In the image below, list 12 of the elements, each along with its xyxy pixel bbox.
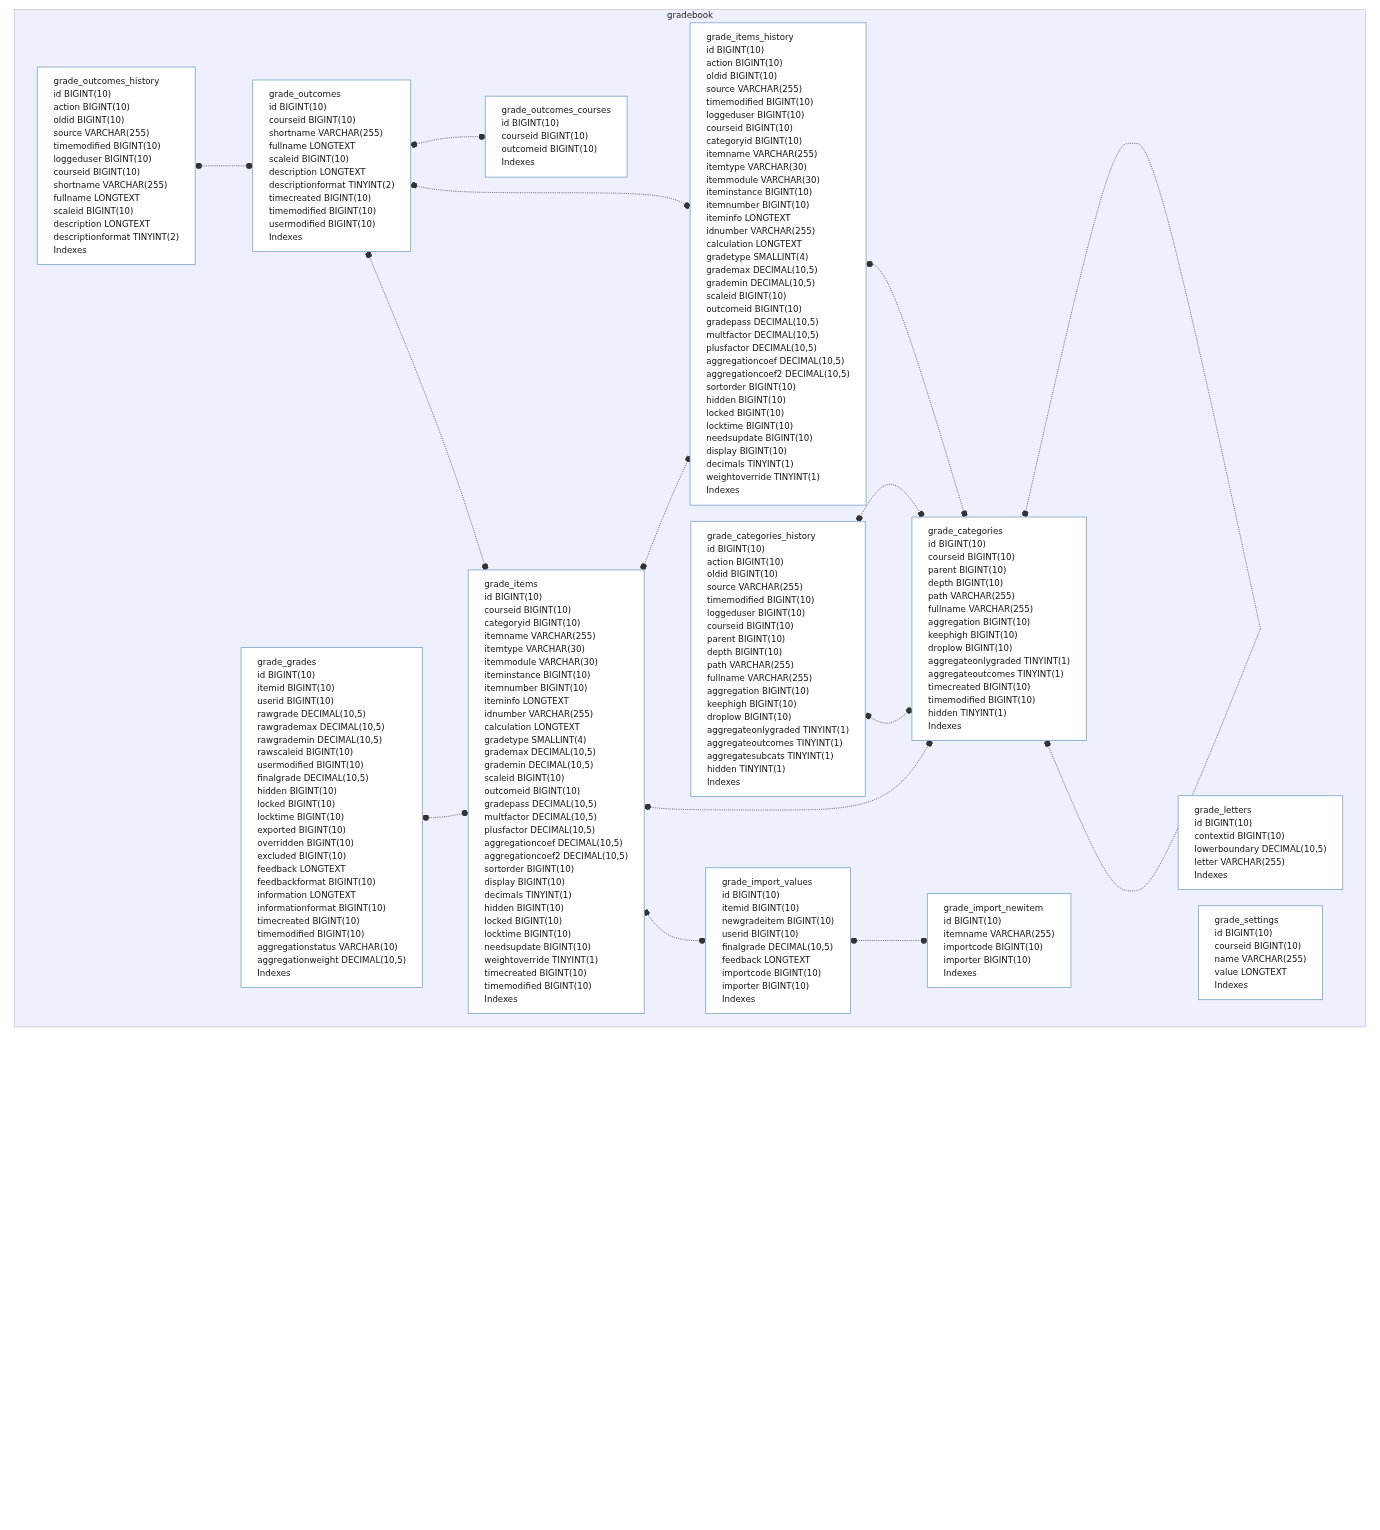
node-box: grade_categories_history id BIGINT(10) action BIGINT(10) oldid BIGINT(10) source VARCHAR(255) timemodified BIGINT(10) loggeduser BIGINT(10) courseid BIGINT(10) parent BIGINT(10) depth BIGINT(10) path VARCHAR(255) fullname VARCHAR(255) aggregation BIGINT(10) keephigh BIGINT(10) droplow BIGINT(10) aggregateonlygraded TINYINT(1) aggregateoutcomes TINYINT(1) aggregatesubcats TINYINT(1) hidden TINYINT(1) Indexes (690, 520, 866, 797)
node-box: grade_letters id BIGINT(10) contextid BIGINT(10) lowerboundary DECIMAL(10,5) letter VARCHAR(255) Indexes (1177, 795, 1344, 890)
node-box: grade_import_values id BIGINT(10) itemid BIGINT(10) newgradeitem BIGINT(10) userid BIGINT(10) finalgrade DECIMAL(10,5) feedback LONGTEXT importcode BIGINT(10) importer BIGINT(10) Indexes (705, 867, 851, 1014)
node-box: grade_outcomes id BIGINT(10) courseid BIGINT(10) shortname VARCHAR(255) fullname LONGTEXT scaleid BIGINT(10) description LONGTEXT descriptionformat TINYINT(2) timecreated BIGINT(10) timemodified BIGINT(10) usermodified BIGINT(10) Indexes (252, 79, 412, 252)
node-box: grade_grades id BIGINT(10) itemid BIGINT(10) userid BIGINT(10) rawgrade DECIMAL(10,5) rawgrademax DECIMAL(10,5) rawgrademin DECIMAL(10,5) rawscaleid BIGINT(10) usermodified BIGINT(10) finalgrade DECIMAL(10,5) hidden BIGINT(10) locked BIGINT(10) locktime BIGINT(10) exported BIGINT(10) overridden BIGINT(10) excluded BIGINT(10) feedback LONGTEXT feedbackformat BIGINT(10) information LONGTEXT informationformat BIGINT(10) timecreated BIGINT(10) timemodified BIGINT(10) aggregationstatus VARCHAR(10) aggregationweight DECIMAL(10,5) Indexes (240, 647, 423, 988)
node-box: grade_settings id BIGINT(10) courseid BIGINT(10) name VARCHAR(255) value LONGTEXT Indexes (1198, 905, 1323, 1001)
node-box: grade_items id BIGINT(10) courseid BIGINT(10) categoryid BIGINT(10) itemname VARCHAR(255) itemtype VARCHAR(30) itemmodule VARCHAR(30) iteminstance BIGINT(10) itemnumber BIGINT(10) iteminfo LONGTEXT idnumber VARCHAR(255) calculation LONGTEXT gradetype SMALLINT(4) grademax DECIMAL(10,5) grademin DECIMAL(10,5) scaleid BIGINT(10) outcomeid BIGINT(10) gradepass DECIMAL(10,5) multfactor DECIMAL(10,5) plusfactor DECIMAL(10,5) aggregationcoef DECIMAL(10,5) aggregationcoef2 DECIMAL(10,5) sortorder BIGINT(10) display BIGINT(10) decimals TINYINT(1) hidden BIGINT(10) locked BIGINT(10) locktime BIGINT(10) needsupdate BIGINT(10) weightoverride TINYINT(1) timecreated BIGINT(10) timemodified BIGINT(10) Indexes (467, 569, 645, 1014)
node-box: grade_import_newitem id BIGINT(10) itemname VARCHAR(255) importcode BIGINT(10) importer BIGINT(10) Indexes (926, 893, 1072, 988)
node-box: grade_items_history id BIGINT(10) action BIGINT(10) oldid BIGINT(10) source VARCHAR(255) timemodified BIGINT(10) loggeduser BIGINT(10) courseid BIGINT(10) categoryid BIGINT(10) itemname VARCHAR(255) itemtype VARCHAR(30) itemmodule VARCHAR(30) iteminstance BIGINT(10) itemnumber BIGINT(10) iteminfo LONGTEXT idnumber VARCHAR(255) calculation LONGTEXT gradetype SMALLINT(4) grademax DECIMAL(10,5) grademin DECIMAL(10,5) scaleid BIGINT(10) outcomeid BIGINT(10) gradepass DECIMAL(10,5) multfactor DECIMAL(10,5) plusfactor DECIMAL(10,5) aggregationcoef DECIMAL(10,5) aggregationcoef2 DECIMAL(10,5) sortorder BIGINT(10) hidden BIGINT(10) locked BIGINT(10) locktime BIGINT(10) needsupdate BIGINT(10) display BIGINT(10) decimals TINYINT(1) weightoverride TINYINT(1) Indexes (689, 22, 867, 506)
node-box: grade_outcomes_history id BIGINT(10) action BIGINT(10) oldid BIGINT(10) source VARCHAR(255) timemodified BIGINT(10) loggeduser BIGINT(10) courseid BIGINT(10) shortname VARCHAR(255) fullname LONGTEXT scaleid BIGINT(10) description LONGTEXT descriptionformat TINYINT(2) Indexes (36, 66, 196, 265)
node-box: grade_outcomes_courses id BIGINT(10) courseid BIGINT(10) outcomeid BIGINT(10) Indexes (484, 95, 628, 178)
node-box: grade_categories id BIGINT(10) courseid BIGINT(10) parent BIGINT(10) depth BIGINT(10) path VARCHAR(255) fullname VARCHAR(255) aggregation BIGINT(10) keephigh BIGINT(10) droplow BIGINT(10) aggregateonlygraded TINYINT(1) aggregateoutcomes TINYINT(1) timecreated BIGINT(10) timemodified BIGINT(10) hidden TINYINT(1) Indexes (911, 516, 1087, 741)
